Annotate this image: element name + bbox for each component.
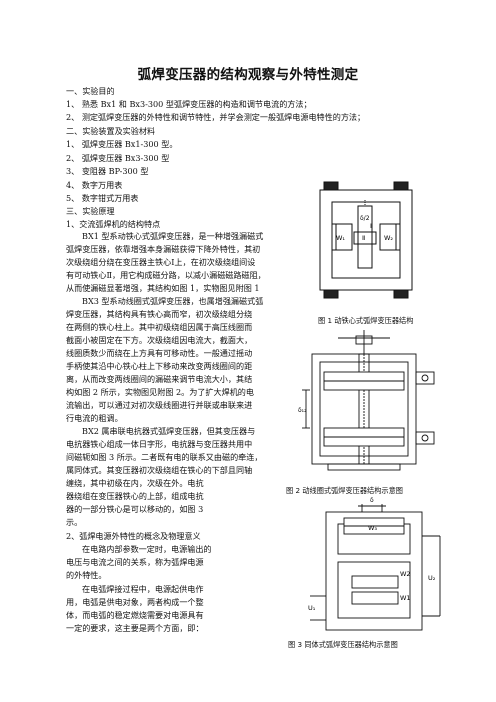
text-line: 电抗器铁心组成一体日字形，电抗器与变压器共用中 [66,439,253,449]
text-line: 1、 熟悉 Bx1 和 Bx3-300 型弧焊变压器的构造和调节电流的方法； [66,99,312,109]
fig2-label: δ₁₂ [298,407,307,414]
text-line: 一定的要求，这主要是两个方面，即： [66,623,204,633]
text-line: 用，电弧是供电对象，两者构成一个整 [66,597,204,607]
text-line: 2、 测定弧焊变压器的外特性和调节特性，并学会测定一般弧焊电源电特性的方法； [66,112,366,122]
figure-2-caption: 图 2 动线圈式弧焊变压器结构示意图 [286,486,403,495]
text-line: 2、 弧焊变压器 Bx3-300 型 [66,153,170,163]
fig3-label: U₂ [428,574,436,582]
text-line: 从而使漏磁显著增强，其结构如图 1，实物图见附图 1 [66,283,260,293]
text-line: BX3 型系动线圈式弧焊变压器，也属增强漏磁式弧 [82,296,264,306]
figure-1-diagram: δ/2 W₁ W₂ Ⅱ Ⅰ [319,181,413,299]
text-line: 电压与电流之间的关系，称为弧焊电源 [66,557,204,567]
figure-3-diagram: δ W₃ W2 W1 U₁ U₂ [308,497,441,631]
text-line: 4、 数字万用表 [66,180,123,190]
text-line: 行电流的粗调。 [66,413,123,423]
text-line: 3、 变阻器 BP-300 型 [66,166,149,176]
text-line: 手柄使其沿中心铁心柱上下移动来改变两线圈间的距 [66,361,253,371]
text-line: 三、实验原理 [66,206,115,216]
text-line: BX1 型系动铁心式弧焊变压器，是一种增强漏磁式 [82,231,264,241]
text-line: 流输出，可以通过对初次级线圈进行并联或串联来进 [66,400,253,410]
text-line: 焊变压器，其结构具有铁心高而窄，初次级绕组分绕 [66,309,253,319]
fig3-label: U₁ [308,604,316,612]
text-line: 在电弧焊接过程中，电源起供电作 [82,584,204,594]
page-title: 弧焊变压器的结构观察与外特性测定 [137,67,359,83]
figure-3-caption: 图 3 同体式弧焊变压器结构示意图 [288,640,398,649]
text-line: 线圈质数少而绕在上方具有可移动性。一般通过摇动 [66,348,253,358]
fig1-label: δ/2 [360,215,370,222]
text-line: 弧焊变压器，依靠增强本身漏磁获得下降外特性，其初 [66,244,261,254]
text-line: 一、实验目的 [66,86,115,96]
text-line: 离，从而改变两线圈间的漏磁来调节电流大小，其结 [66,374,253,384]
text-line: 示。 [66,517,83,527]
text-line: 器的一部分铁心是可以移动的，如图 3 [66,504,204,514]
text-line: 截面小被固定在下方。次级绕组因电流大，截面大， [66,335,253,345]
fig3-label: W2 [400,570,411,578]
fig3-label: δ [370,497,374,504]
fig3-label: W₃ [368,524,377,532]
text-line: 属同体式。其变压器初次级绕组在铁心的下部且同轴 [66,465,253,475]
fig1-label: W₂ [384,234,393,242]
fig1-label: Ⅰ [370,222,372,230]
text-line: 1、交流弧焊机的结构特点 [66,219,161,229]
text-line: 缠绕，其中初级在内，次级在外。电抗 [66,478,204,488]
text-line: 有可动铁心Ⅱ，用它构成磁分路，以减小漏磁磁路磁阻， [66,270,266,280]
text-line: 2、弧焊电源外特性的概念及物理意义 [66,531,201,541]
text-line: 1、 弧焊变压器 Bx1-300 型。 [66,139,178,149]
text-line: 的外特性。 [66,570,107,580]
text-line: 二、实验装置及实验材料 [66,126,156,136]
text-line: 器绕组在变压器铁心的上部，组成电抗 [66,491,204,501]
text-line: 在两侧的铁心柱上。其中初级绕组因属于高压线圈而 [66,322,253,332]
text-line: 间磁轭如图 3 所示。二者既有电的联系又由磁的牵连， [66,452,263,462]
text-line: 体，而电弧的稳定燃烧需要对电源具有 [66,610,204,620]
figure-2-diagram: δ₁₂ [298,330,435,471]
fig1-label: Ⅱ [362,234,365,242]
fig3-label: W1 [400,594,411,602]
fig1-label: W₁ [336,234,345,242]
text-line: 构如图 2 所示，实物图见附图 2。为了扩大焊机的电 [66,387,254,397]
text-line: 次级绕组分绕在变压器主铁心Ⅰ上，在初次级绕组间设 [66,257,256,267]
figure-1-caption: 图 1 动铁心式弧焊变压器结构 [318,316,414,325]
text-line: BX2 属串联电抗器式弧焊变压器，但其变压器与 [82,426,256,436]
text-line: 在电路内部参数一定时，电源输出的 [82,544,212,554]
text-line: 5、 数字钳式万用表 [66,193,139,203]
